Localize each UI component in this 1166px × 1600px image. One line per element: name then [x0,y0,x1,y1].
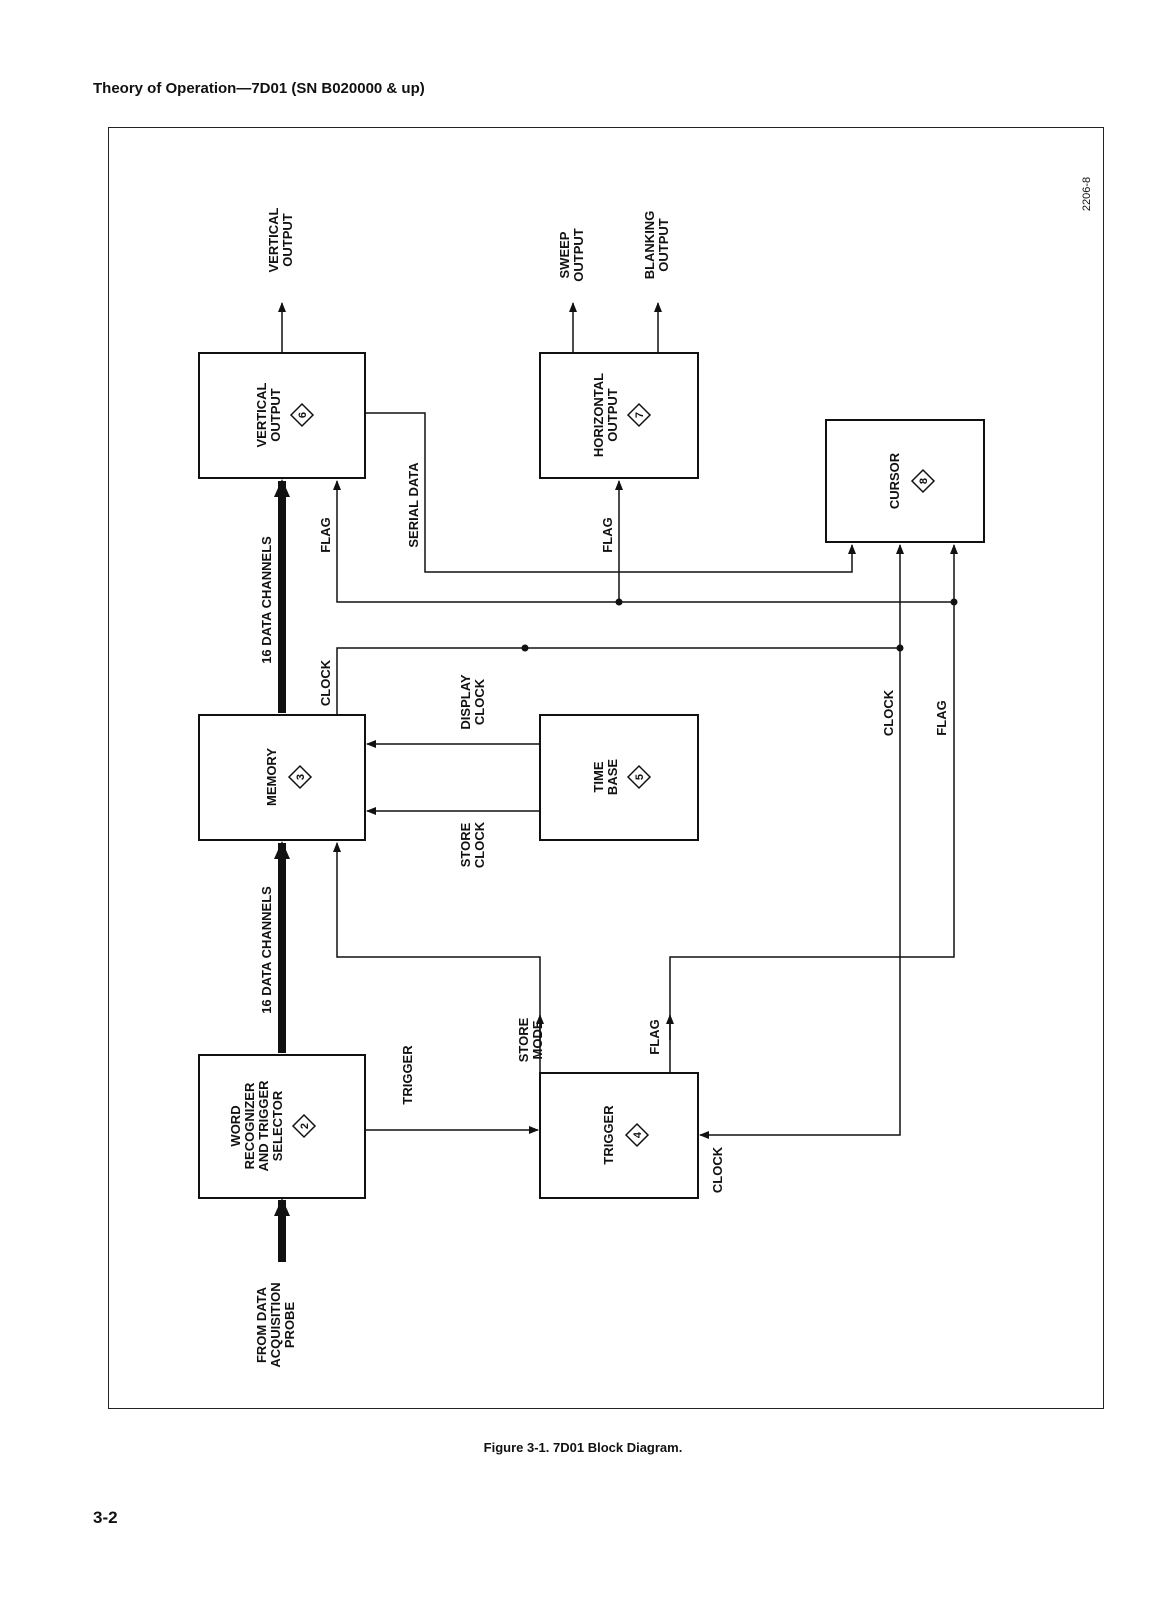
trigger-number-badge: 4 [624,1122,650,1148]
word-recognizer-line2: RECOGNIZER [242,1082,257,1169]
vertical-output-line2: OUTPUT [280,213,295,267]
time-base-block: TIME BASE 5 [539,714,699,841]
cursor-number: 8 [918,478,930,484]
blanking-output-line1: BLANKING [642,211,657,280]
display-clock-line1: DISPLAY [458,674,473,729]
time-base-line2: BASE [605,759,620,795]
horizontal-flag-label: FLAG [600,517,615,552]
horizontal-output-block-line2: OUTPUT [605,388,620,442]
serial-data-line [365,412,856,573]
trigger-signal-label: TRIGGER [400,1045,415,1105]
figure-caption: Figure 3-1. 7D01 Block Diagram. [483,1440,683,1455]
memory-label: MEMORY [264,748,279,806]
data-channels-label-lower: 16 DATA CHANNELS [259,886,274,1014]
trigger-label: TRIGGER [601,1105,616,1165]
store-clock-line1: STORE [458,822,473,867]
blanking-output-line2: OUTPUT [656,218,671,272]
vertical-output-line1: VERTICAL [266,207,281,272]
memory-clock-line [336,647,900,715]
probe-input-line1: FROM DATA [254,1286,269,1363]
word-recognizer-line3: AND TRIGGER [256,1080,271,1172]
right-clock-label: CLOCK [881,689,896,736]
word-recognizer-number: 2 [299,1123,311,1129]
word-recognizer-block: WORD RECOGNIZER AND TRIGGER SELECTOR 2 [198,1054,366,1199]
junction-dot [521,644,529,652]
probe-input-line2: ACQUISITION [268,1282,283,1367]
sweep-output-line1: SWEEP [557,231,572,278]
memory-number: 3 [295,774,307,780]
junction-dot [950,598,958,606]
word-recognizer-line4: SELECTOR [270,1090,285,1161]
sweep-output-line2: OUTPUT [571,228,586,282]
sweep-output-label: SWEEP OUTPUT [557,228,586,282]
trigger-number: 4 [632,1131,644,1138]
horizontal-output-number-badge: 7 [626,402,652,428]
serial-data-label: SERIAL DATA [406,462,421,548]
page-number: 3-2 [93,1508,118,1527]
store-mode-line [333,842,541,1073]
time-base-line1: TIME [591,761,606,792]
store-mode-label: STORE MODE [516,1017,545,1062]
horizontal-output-block-line1: HORIZONTAL [591,373,606,457]
trigger-flag-label: FLAG [647,1019,662,1054]
flag-bus-line [333,480,954,603]
store-mode-line1: STORE [516,1017,531,1062]
memory-clock-label: CLOCK [318,659,333,706]
display-clock-line2: CLOCK [472,678,487,725]
trigger-flag-line [669,544,958,1073]
store-clock-label: STORE CLOCK [458,821,487,868]
cursor-block: CURSOR 8 [825,419,985,543]
vertical-output-block: VERTICAL OUTPUT 6 [198,352,366,479]
cursor-label: CURSOR [887,452,902,509]
display-clock-label: DISPLAY CLOCK [458,674,487,729]
right-flag-label: FLAG [934,700,949,735]
store-clock-line2: CLOCK [472,821,487,868]
horizontal-output-number: 7 [634,412,646,418]
page-header: Theory of Operation—7D01 (SN B020000 & u… [93,80,425,97]
time-base-number: 5 [634,774,646,780]
figure-frame [108,127,1104,1409]
vertical-output-block-line2: OUTPUT [268,388,283,442]
word-recognizer-line1: WORD [228,1105,243,1146]
trigger-block: TRIGGER 4 [539,1072,699,1199]
memory-block: MEMORY 3 [198,714,366,841]
vertical-output-block-line1: VERTICAL [254,382,269,447]
time-base-number-badge: 5 [626,764,652,790]
probe-input-label: FROM DATA ACQUISITION PROBE [254,1282,297,1367]
horizontal-output-block: HORIZONTAL OUTPUT 7 [539,352,699,479]
vertical-output-number: 6 [297,412,309,418]
vertical-output-label: VERTICAL OUTPUT [266,207,295,272]
figure-id: 2206-8 [1081,177,1093,211]
word-recognizer-number-badge: 2 [291,1113,317,1139]
clock-bus-line [699,648,901,1139]
vertical-output-number-badge: 6 [289,402,315,428]
probe-input-line3: PROBE [282,1302,297,1349]
data-channels-label-upper: 16 DATA CHANNELS [259,536,274,664]
cursor-number-badge: 8 [910,468,936,494]
store-mode-line2: MODE [530,1020,545,1059]
trigger-clock-label: CLOCK [710,1146,725,1193]
junction-dot [896,644,904,652]
blanking-output-label: BLANKING OUTPUT [642,211,671,280]
vertical-flag-label: FLAG [318,517,333,552]
memory-number-badge: 3 [287,764,313,790]
junction-dot [615,598,623,606]
